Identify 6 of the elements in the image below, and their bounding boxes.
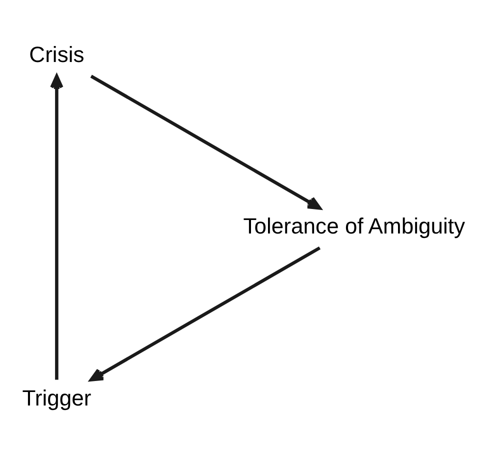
arrow	[90, 246, 321, 382]
arrow	[90, 74, 322, 210]
node-text: Trigger	[22, 385, 92, 410]
node-text: Tolerance of Ambiguity	[243, 214, 466, 239]
node-text: Crisis	[29, 42, 84, 67]
arrow	[50, 74, 64, 380]
